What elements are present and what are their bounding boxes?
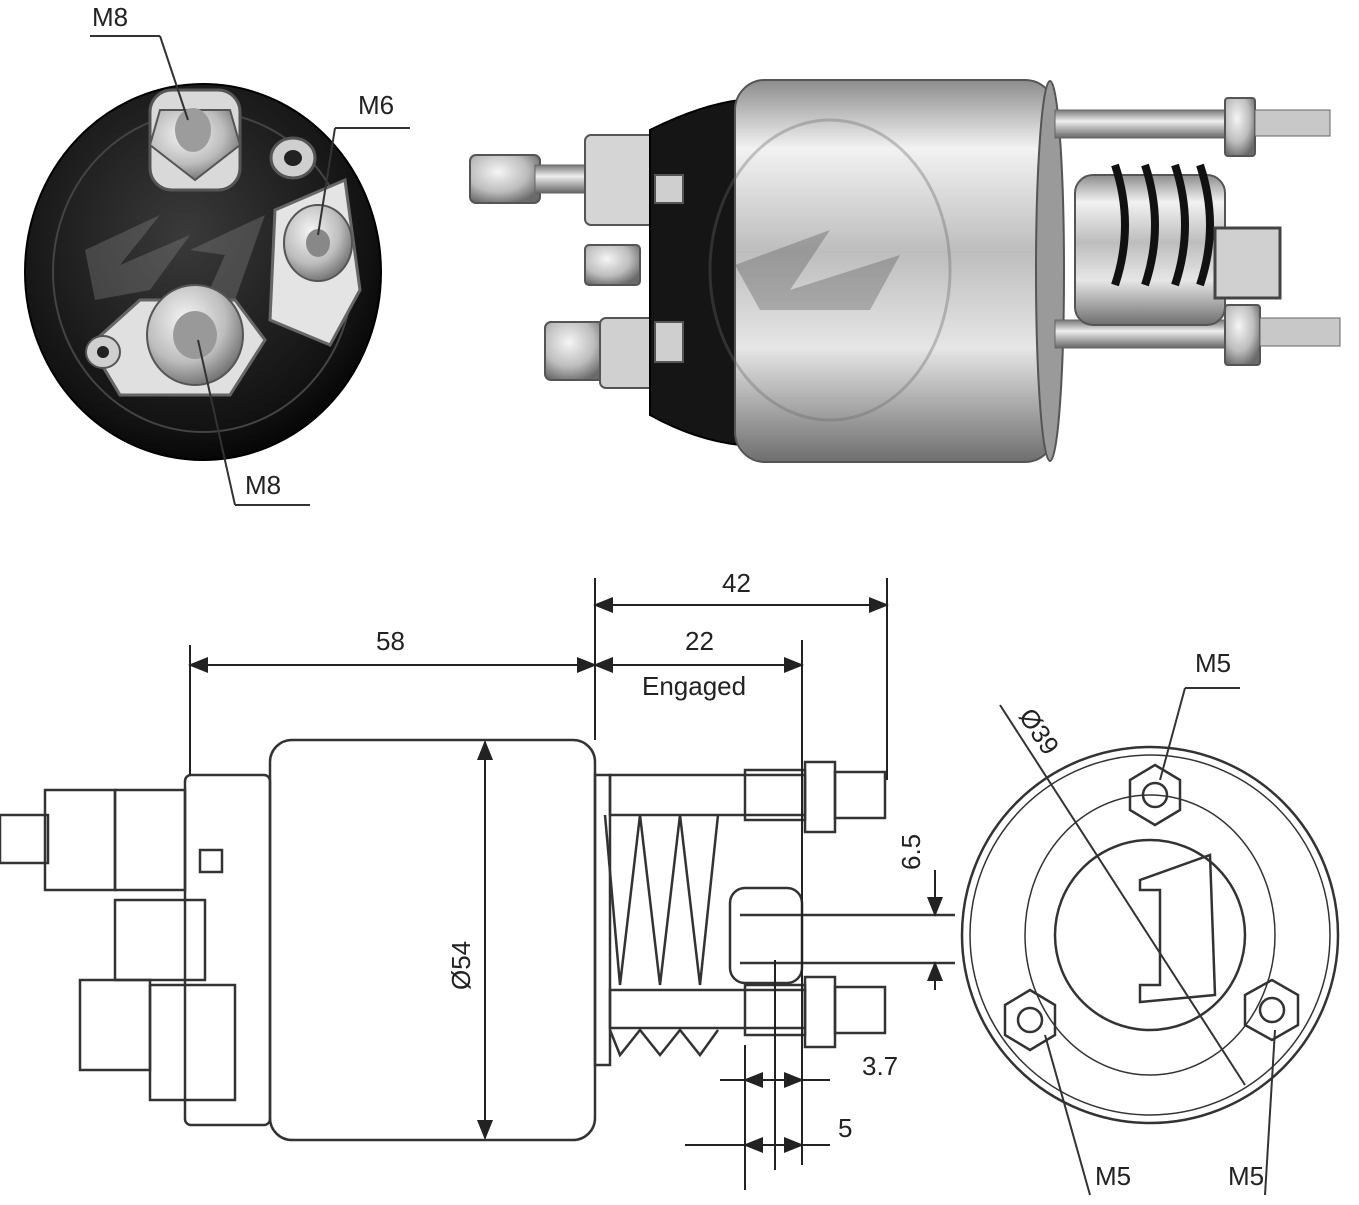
label-m8-bottom: M8 xyxy=(245,470,281,500)
terminal-m8-top xyxy=(148,88,242,192)
label-m6: M6 xyxy=(358,90,394,120)
dim-engaged-note: Engaged xyxy=(642,671,746,701)
label-m5-bottom-right: M5 xyxy=(1228,1161,1264,1191)
label-diameter-39: Ø39 xyxy=(1013,703,1065,761)
label-m8-top: M8 xyxy=(92,2,128,32)
dim-6-5: 6.5 xyxy=(896,834,926,870)
label-m5-bottom-left: M5 xyxy=(1095,1161,1131,1191)
zm-logo-watermark xyxy=(85,215,265,300)
flange-drawing xyxy=(960,687,1340,1196)
terminal-m8-bottom xyxy=(85,284,267,397)
side-view-photo xyxy=(469,79,1341,463)
dim-diameter-54: Ø54 xyxy=(446,941,476,990)
dim-5: 5 xyxy=(838,1113,852,1143)
dim-58: 58 xyxy=(376,626,405,656)
zm-logo-body xyxy=(708,118,952,422)
dim-42: 42 xyxy=(722,568,751,598)
dim-22: 22 xyxy=(685,626,714,656)
label-m5-top: M5 xyxy=(1195,648,1231,678)
rear-view-photo xyxy=(24,35,410,506)
terminal-m6-right xyxy=(268,136,362,347)
dim-3-7: 3.7 xyxy=(862,1051,898,1081)
dimension-lines xyxy=(188,578,943,1190)
